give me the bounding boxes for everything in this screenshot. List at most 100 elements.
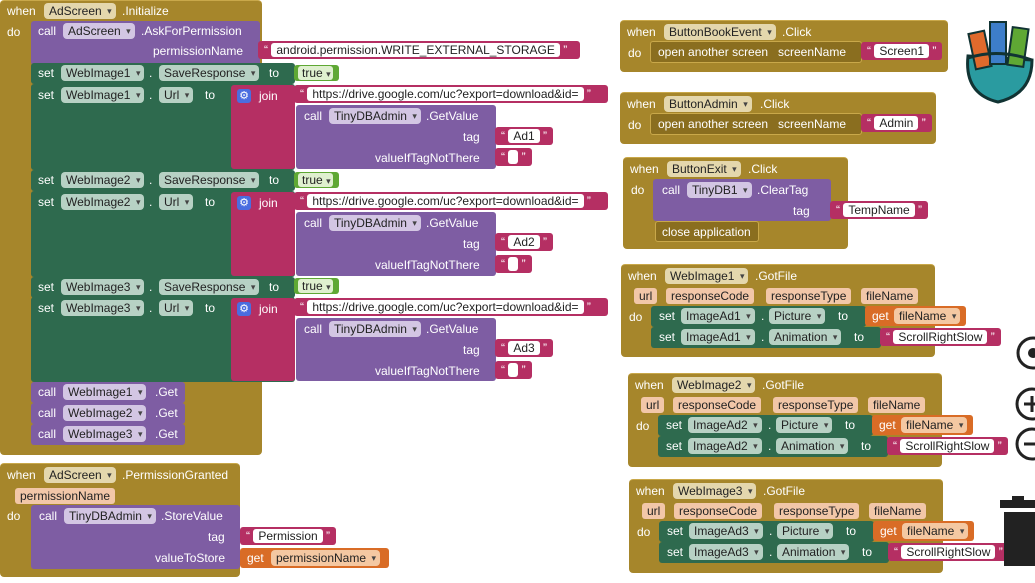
component-dropdown[interactable]: WebImage3 xyxy=(61,279,145,295)
text-block-ad3[interactable]: “ Ad3 ” xyxy=(495,339,554,357)
property-dropdown[interactable]: Picture xyxy=(776,417,833,433)
component-dropdown[interactable]: ImageAd2 xyxy=(688,438,762,454)
trash-icon[interactable] xyxy=(998,496,1035,568)
component-dropdown[interactable]: ImageAd1 xyxy=(681,308,755,324)
block-webimage1-get[interactable]: call WebImage1 .Get xyxy=(31,382,185,403)
text-block-tempname[interactable]: “ TempName ” xyxy=(830,201,929,219)
property-dropdown[interactable]: SaveResponse xyxy=(159,172,260,188)
text-block-admin[interactable]: “ Admin ” xyxy=(861,114,932,132)
text-block-empty-3[interactable]: “ ” xyxy=(495,361,532,379)
component-dropdown[interactable]: TinyDBAdmin xyxy=(329,215,421,231)
logic-true-2[interactable]: true xyxy=(294,172,339,188)
text-value[interactable] xyxy=(508,149,519,164)
property-dropdown[interactable]: Picture xyxy=(777,523,834,539)
text-value[interactable]: https://drive.google.com/uc?export=downl… xyxy=(307,86,584,101)
text-block-ad2[interactable]: “ Ad2 ” xyxy=(495,233,554,251)
property-dropdown[interactable]: SaveResponse xyxy=(159,65,260,81)
text-value[interactable]: Ad3 xyxy=(508,340,540,355)
block-get-filename-3[interactable]: get fileName xyxy=(873,521,974,541)
component-dropdown[interactable]: WebImage1 xyxy=(61,87,145,103)
component-dropdown[interactable]: WebImage2 xyxy=(672,377,756,393)
component-dropdown[interactable]: ImageAd3 xyxy=(689,523,763,539)
variable-dropdown[interactable]: permissionName xyxy=(271,550,381,566)
component-dropdown[interactable]: TinyDB1 xyxy=(687,182,752,198)
text-block-permission[interactable]: “ android.permission.WRITE_EXTERNAL_STOR… xyxy=(258,41,580,59)
gear-icon[interactable]: ⚙ xyxy=(237,301,251,316)
property-dropdown[interactable]: Url xyxy=(159,194,194,210)
property-dropdown[interactable]: Animation xyxy=(769,329,842,345)
block-tinydb-getvalue-3[interactable]: call TinyDBAdmin .GetValue tag valueIfTa… xyxy=(296,318,496,381)
block-get-filename-1[interactable]: get fileName xyxy=(865,306,966,326)
text-block-permission-tag[interactable]: “ Permission ” xyxy=(240,527,337,545)
block-set-saveresponse-2[interactable]: set WebImage2 . SaveResponse to xyxy=(31,170,295,191)
component-dropdown[interactable]: ButtonBookEvent xyxy=(664,24,776,40)
block-set-imagead1-animation[interactable]: set ImageAd1 . Animation to xyxy=(651,327,881,348)
component-dropdown[interactable]: TinyDBAdmin xyxy=(329,108,421,124)
text-block-scroll-3[interactable]: “ ScrollRightSlow ” xyxy=(888,543,1009,561)
param-responsetype[interactable]: responseType xyxy=(766,288,852,304)
block-get-filename-2[interactable]: get fileName xyxy=(872,415,973,435)
block-set-imagead3-picture[interactable]: set ImageAd3 . Picture to xyxy=(659,521,874,542)
text-block-screen1[interactable]: “ Screen1 ” xyxy=(861,42,943,60)
text-value[interactable] xyxy=(508,362,519,377)
gear-icon[interactable]: ⚙ xyxy=(237,88,251,103)
param-url[interactable]: url xyxy=(634,288,658,304)
logic-true-3[interactable]: true xyxy=(294,278,339,294)
component-dropdown[interactable]: WebImage3 xyxy=(673,483,757,499)
text-value[interactable]: Admin xyxy=(874,115,919,130)
param-filename[interactable]: fileName xyxy=(869,503,927,519)
text-value[interactable] xyxy=(508,256,519,271)
text-block-url-3[interactable]: “ https://drive.google.com/uc?export=dow… xyxy=(294,298,608,316)
text-value[interactable]: Screen1 xyxy=(874,43,930,58)
block-open-screen-1[interactable]: open another screen screenName xyxy=(650,41,862,63)
block-set-saveresponse-1[interactable]: set WebImage1 . SaveResponse to xyxy=(31,63,295,84)
property-dropdown[interactable]: Animation xyxy=(776,438,849,454)
property-dropdown[interactable]: Url xyxy=(159,300,194,316)
param-responsecode[interactable]: responseCode xyxy=(666,288,755,304)
bool-dropdown[interactable]: true xyxy=(298,279,333,293)
component-dropdown-adscreen[interactable]: AdScreen xyxy=(44,3,116,19)
component-dropdown[interactable]: WebImage2 xyxy=(63,405,147,421)
bool-dropdown[interactable]: true xyxy=(298,173,333,187)
block-tinydb1-cleartag[interactable]: call TinyDB1 .ClearTag tag xyxy=(653,179,831,221)
text-block-scroll-2[interactable]: “ ScrollRightSlow ” xyxy=(887,437,1008,455)
component-dropdown[interactable]: ImageAd3 xyxy=(689,544,763,560)
component-dropdown[interactable]: WebImage2 xyxy=(61,172,145,188)
component-dropdown[interactable]: TinyDBAdmin xyxy=(64,508,156,524)
block-set-saveresponse-3[interactable]: set WebImage3 . SaveResponse to xyxy=(31,277,295,298)
text-value[interactable]: https://drive.google.com/uc?export=downl… xyxy=(307,193,584,208)
block-tinydb-storevalue[interactable]: call TinyDBAdmin .StoreValue tag valueTo… xyxy=(31,505,240,569)
component-dropdown[interactable]: WebImage1 xyxy=(63,384,147,400)
block-tinydb-getvalue-2[interactable]: call TinyDBAdmin .GetValue tag valueIfTa… xyxy=(296,212,496,276)
block-webimage2-get[interactable]: call WebImage2 .Get xyxy=(31,403,185,424)
text-value[interactable]: TempName xyxy=(843,202,915,217)
variable-dropdown[interactable]: fileName xyxy=(894,308,961,324)
param-responsecode[interactable]: responseCode xyxy=(674,503,763,519)
param-url[interactable]: url xyxy=(641,397,665,413)
component-dropdown[interactable]: ButtonExit xyxy=(667,161,741,177)
property-dropdown[interactable]: Animation xyxy=(777,544,850,560)
param-filename[interactable]: fileName xyxy=(861,288,919,304)
text-block-empty-2[interactable]: “ ” xyxy=(495,255,532,273)
text-value[interactable]: Permission xyxy=(253,528,323,543)
block-ask-permission[interactable]: call AdScreen .AskForPermission permissi… xyxy=(31,21,260,65)
property-dropdown[interactable]: Url xyxy=(159,87,194,103)
text-value[interactable]: ScrollRightSlow xyxy=(893,329,988,344)
text-value[interactable]: ScrollRightSlow xyxy=(901,544,996,559)
backpack-icon[interactable] xyxy=(962,10,1035,110)
block-webimage3-get[interactable]: call WebImage3 .Get xyxy=(31,424,185,445)
block-set-imagead1-picture[interactable]: set ImageAd1 . Picture to xyxy=(651,306,866,327)
component-dropdown[interactable]: TinyDBAdmin xyxy=(329,321,421,337)
block-set-imagead2-animation[interactable]: set ImageAd2 . Animation to xyxy=(658,436,888,457)
block-set-imagead2-picture[interactable]: set ImageAd2 . Picture to xyxy=(658,415,873,436)
text-block-url-1[interactable]: “ https://drive.google.com/uc?export=dow… xyxy=(294,85,608,103)
component-dropdown[interactable]: ImageAd1 xyxy=(681,329,755,345)
param-url[interactable]: url xyxy=(642,503,666,519)
text-block-scroll-1[interactable]: “ ScrollRightSlow ” xyxy=(880,328,1001,346)
block-tinydb-getvalue-1[interactable]: call TinyDBAdmin .GetValue tag valueIfTa… xyxy=(296,105,496,169)
bool-dropdown[interactable]: true xyxy=(298,66,333,80)
component-dropdown[interactable]: WebImage1 xyxy=(665,268,749,284)
text-value[interactable]: android.permission.WRITE_EXTERNAL_STORAG… xyxy=(271,42,560,57)
text-value[interactable]: Ad1 xyxy=(508,128,540,143)
component-dropdown[interactable]: AdScreen xyxy=(63,23,135,39)
